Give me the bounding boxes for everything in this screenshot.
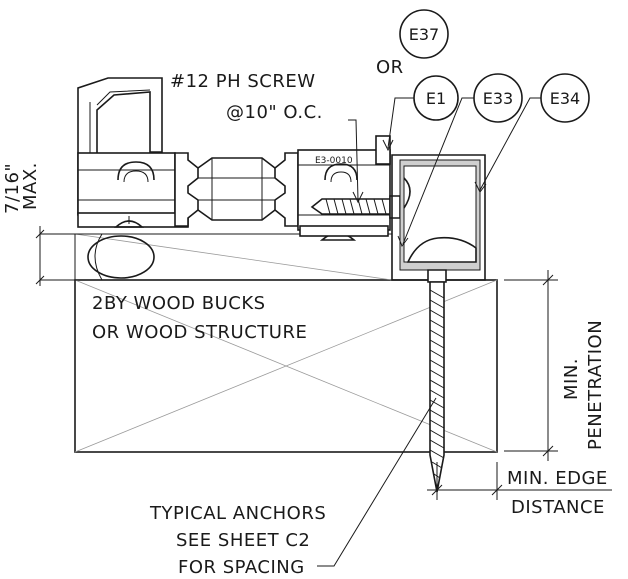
dim-penetration: MIN. PENETRATION <box>504 270 606 461</box>
callout-e34-text: E34 <box>550 89 580 108</box>
callout-e1-text: E1 <box>426 89 446 108</box>
anchor-note-line3: FOR SPACING <box>178 557 305 578</box>
frame-profile <box>77 77 189 228</box>
anchor-note-line2: SEE SHEET C2 <box>176 530 310 551</box>
shim-crosshatch <box>74 233 103 281</box>
right-frame: E3-0010 <box>297 135 391 241</box>
dim-edge: MIN. EDGE DISTANCE <box>427 462 612 518</box>
anchor-note: TYPICAL ANCHORS SEE SHEET C2 FOR SPACING <box>149 397 437 578</box>
wood-buck <box>74 279 498 453</box>
screw-note-line1: #12 PH SCREW <box>170 71 316 92</box>
shim-area <box>40 233 393 281</box>
callout-e34: E34 <box>474 73 590 193</box>
callout-e33-text: E33 <box>483 89 513 108</box>
dim-shim-max: MAX. <box>20 162 41 210</box>
sealant-bead <box>406 236 477 263</box>
screw-note: #12 PH SCREW @10" O.C. <box>170 71 364 204</box>
dim-shim-value: 7/16" <box>2 163 23 214</box>
penetration-min: MIN. <box>561 358 582 400</box>
callout-e33: E33 <box>397 73 523 248</box>
penetration-label: PENETRATION <box>585 320 606 450</box>
wood-note-line2: OR WOOD STRUCTURE <box>92 322 307 343</box>
anchor-screw <box>427 269 447 493</box>
wood-note-line1: 2BY WOOD BUCKS <box>92 293 266 314</box>
anchor-note-line1: TYPICAL ANCHORS <box>149 503 326 524</box>
edge-label-2: DISTANCE <box>511 497 605 518</box>
ph-screw <box>310 195 424 219</box>
edge-label-1: MIN. EDGE <box>507 468 608 489</box>
dim-shim: 7/16" MAX. <box>2 162 45 286</box>
subframe-clip <box>391 154 486 281</box>
callout-e1: E1 <box>382 75 459 152</box>
callout-or: OR <box>376 57 404 78</box>
callout-e37: E37 <box>399 9 449 59</box>
screw-note-line2: @10" O.C. <box>226 102 323 123</box>
backer-rod-sealant <box>87 235 155 279</box>
wood-note: 2BY WOOD BUCKS OR WOOD STRUCTURE <box>92 293 307 343</box>
thermal-break <box>174 152 299 227</box>
callout-e37-text: E37 <box>409 25 439 44</box>
part-mark: E3-0010 <box>315 156 353 166</box>
